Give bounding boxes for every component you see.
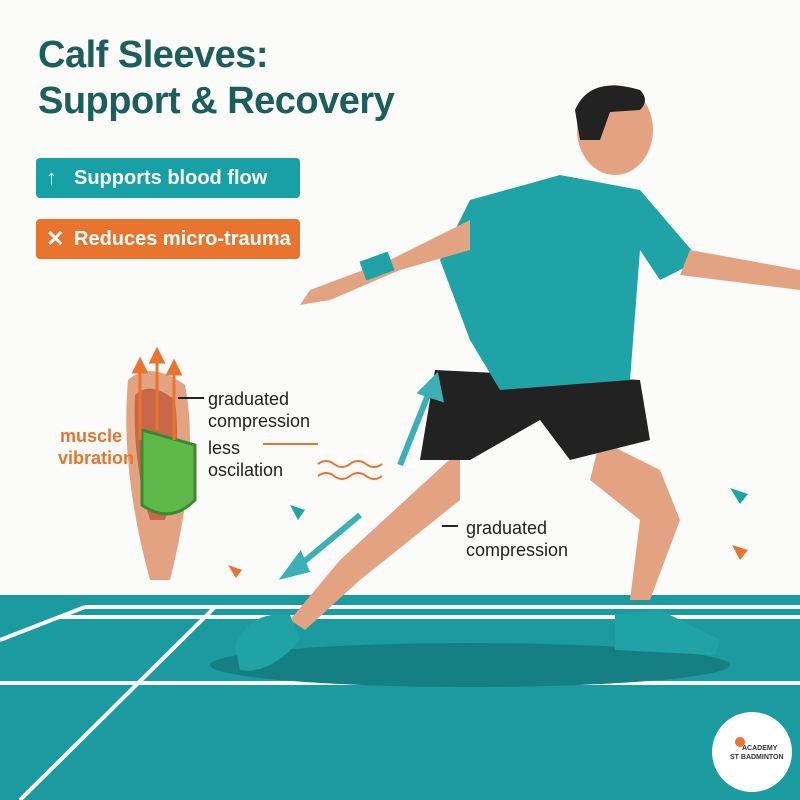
logo-line: ACADEMY — [742, 745, 778, 752]
label-line: graduated — [466, 518, 548, 538]
player-illustration — [235, 85, 800, 671]
logo-mark — [735, 737, 745, 747]
logo-badge — [712, 712, 792, 792]
label-line: graduated — [208, 389, 290, 409]
label-line: less — [208, 438, 241, 458]
label-line: muscle — [60, 426, 123, 446]
badge-label: Reduces micro-trauma — [74, 227, 291, 250]
label-line: vibration — [58, 448, 135, 468]
logo-text: ACADEMY ST BADMINTON — [730, 744, 784, 762]
logo-line: ST BADMINTON — [730, 754, 784, 761]
label-line: compression — [208, 411, 311, 431]
badge-blood-flow: ↑ Supports blood flow — [36, 158, 300, 198]
less-oscillation-label: less oscilation — [208, 437, 283, 481]
shoe — [615, 610, 720, 655]
label-line: oscilation — [208, 460, 284, 480]
shield-icon — [140, 428, 197, 516]
motion-arrows — [278, 371, 444, 580]
shuttlecock-icons — [228, 488, 748, 578]
page-title: Calf Sleeves: Support & Recovery — [38, 32, 395, 124]
badge-label: Supports blood flow — [74, 166, 268, 189]
cross-arrows-icon: ✕ — [46, 226, 65, 251]
arrow-up-icon: ↑ — [46, 165, 57, 190]
inset-calf-diagram — [126, 346, 383, 580]
title-line-2: Support & Recovery — [38, 80, 395, 122]
label-line: compression — [466, 540, 569, 560]
inset-compression-label: graduated compression — [208, 388, 310, 432]
badge-micro-trauma: ✕ Reduces micro-trauma — [36, 219, 300, 259]
title-line-1: Calf Sleeves: — [38, 34, 269, 76]
muscle-vibration-label: muscle vibration — [58, 425, 134, 469]
shoe — [235, 614, 300, 671]
leg-compression-label: graduated compression — [466, 517, 568, 561]
shadow — [210, 643, 730, 687]
